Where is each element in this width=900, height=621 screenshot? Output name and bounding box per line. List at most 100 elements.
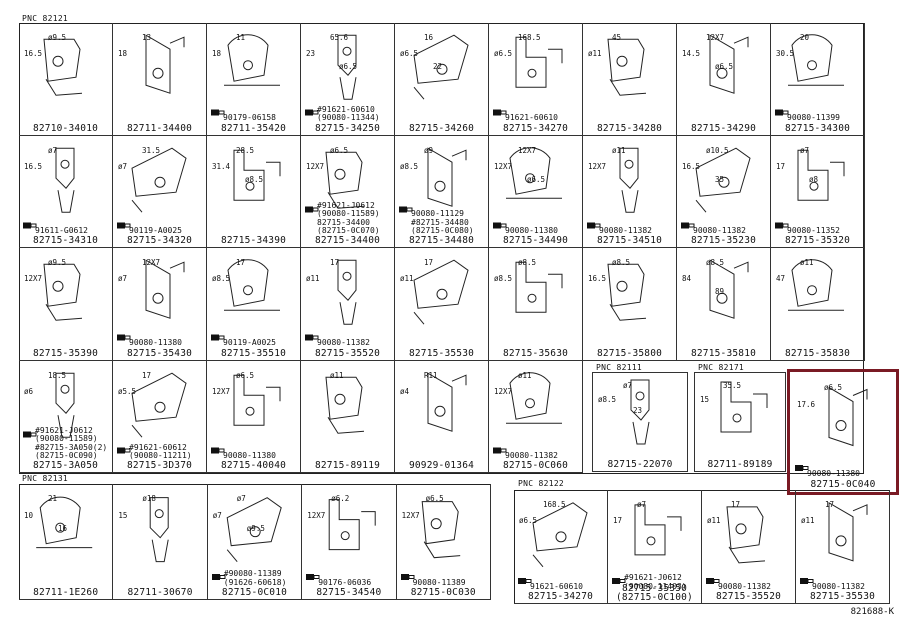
main-parts-grid bbox=[19, 23, 864, 474]
pnc-82171-label: PNC 82171 bbox=[698, 363, 745, 372]
part-diagram bbox=[681, 147, 751, 228]
part-diagram bbox=[518, 502, 588, 584]
part-diagram bbox=[612, 504, 682, 584]
dimension-label: 12X7 bbox=[494, 161, 513, 171]
part-number: 82715-34270 bbox=[527, 591, 594, 602]
subpart-number: 91611-G0612 bbox=[35, 225, 88, 235]
part-number: 82715-0C030 bbox=[410, 587, 476, 598]
part-diagram bbox=[630, 379, 650, 445]
bracket-drawing bbox=[43, 38, 83, 96]
part-number-alt: (82715-0C100) bbox=[616, 592, 693, 603]
part-diagram bbox=[607, 263, 647, 321]
part-diagram bbox=[117, 147, 187, 228]
bolt-icon bbox=[775, 109, 789, 116]
dimension-label: ø11 bbox=[801, 516, 815, 525]
bracket-drawing bbox=[36, 496, 93, 549]
part-diagram bbox=[709, 259, 749, 319]
dimension-label: ø7 bbox=[637, 500, 647, 509]
dimension-label: 22 bbox=[433, 62, 443, 71]
bracket-drawing bbox=[506, 146, 562, 199]
part-number: 82715-35800 bbox=[596, 347, 663, 359]
dimension-label: 31.5 bbox=[142, 145, 161, 155]
part-diagram bbox=[23, 372, 75, 438]
bolt-icon bbox=[400, 574, 415, 580]
subpart-number: #91621-60612 bbox=[129, 442, 187, 452]
part-diagram bbox=[305, 34, 357, 116]
dimension-label: 30.5 bbox=[776, 49, 795, 58]
part-number: 82715-0C010 bbox=[221, 587, 288, 598]
dimension-label: 16.5 bbox=[24, 49, 43, 58]
part-diagram bbox=[427, 371, 467, 432]
dimension-label: ø6.2 bbox=[331, 494, 350, 503]
bolt-icon bbox=[23, 222, 37, 228]
dimension-label: ø7 bbox=[48, 145, 58, 155]
dimension-label: ø11 bbox=[800, 258, 814, 267]
part-diagram bbox=[150, 497, 170, 563]
dimension-label: 84 bbox=[682, 274, 692, 283]
dimension-label: ø18 bbox=[142, 494, 156, 503]
dimension-label: 18 bbox=[212, 49, 222, 58]
part-diagram bbox=[587, 147, 639, 228]
subpart-number: 90080-11380 bbox=[807, 469, 860, 478]
part-number: 82715-34490 bbox=[502, 235, 569, 246]
part-number: 82711-34400 bbox=[126, 122, 193, 134]
subpart-number: 90119-A0025 bbox=[223, 338, 276, 347]
dimension-label: 15 bbox=[700, 395, 710, 404]
subpart-number: #91621-J0612 bbox=[624, 573, 682, 582]
subpart-number: #91621-J0612 bbox=[317, 200, 375, 210]
subpart-number: 90080-11389 bbox=[412, 578, 466, 587]
part-diagram bbox=[117, 259, 185, 341]
dimension-label: ø8.5 bbox=[400, 161, 419, 171]
subpart-number: (82715-0C080) bbox=[411, 225, 474, 235]
part-number: 82711-35420 bbox=[220, 122, 287, 134]
dimension-label: 12X7 bbox=[24, 274, 43, 283]
dimension-label: 14.5 bbox=[682, 49, 701, 58]
dimension-label: 17 bbox=[825, 500, 835, 509]
dimension-label: ø11 bbox=[518, 370, 532, 380]
part-number: 82715-34290 bbox=[690, 122, 757, 134]
bracket-drawing bbox=[224, 34, 280, 86]
part-diagram bbox=[399, 146, 467, 212]
subpart-number: 90080-11382 bbox=[599, 225, 652, 235]
part-number: 82715-35350 bbox=[621, 583, 688, 594]
dimension-label: ø5.5 bbox=[118, 386, 137, 396]
dimension-label: ø6.5 bbox=[339, 62, 358, 71]
dimension-label: ø8.5 bbox=[245, 174, 264, 184]
bracket-drawing bbox=[726, 506, 766, 564]
part-diagram bbox=[800, 501, 868, 584]
part-diagram bbox=[211, 497, 282, 580]
bracket-drawing bbox=[413, 34, 469, 100]
part-number: 82715-34390 bbox=[220, 235, 287, 246]
dimension-label: 12X7 bbox=[142, 258, 161, 267]
part-number: 82715-35530 bbox=[408, 347, 475, 359]
part-diagram bbox=[400, 501, 460, 580]
part-number: 82715-3D370 bbox=[126, 460, 193, 471]
part-diagram bbox=[607, 38, 647, 96]
bracket-drawing bbox=[413, 259, 469, 325]
dimension-label: ø7 bbox=[800, 145, 810, 155]
dimension-label: 65.6 bbox=[330, 33, 349, 42]
bracket-drawing bbox=[720, 381, 768, 433]
bolt-icon bbox=[612, 578, 626, 584]
subpart-number: (82715-0C070) bbox=[317, 225, 380, 235]
part-number: 82715-34280 bbox=[596, 122, 663, 134]
bracket-drawing bbox=[709, 259, 749, 319]
bolt-icon bbox=[706, 578, 720, 584]
part-number: 82715-35390 bbox=[32, 347, 99, 359]
bolt-icon bbox=[211, 109, 225, 116]
bracket-drawing bbox=[233, 374, 281, 426]
